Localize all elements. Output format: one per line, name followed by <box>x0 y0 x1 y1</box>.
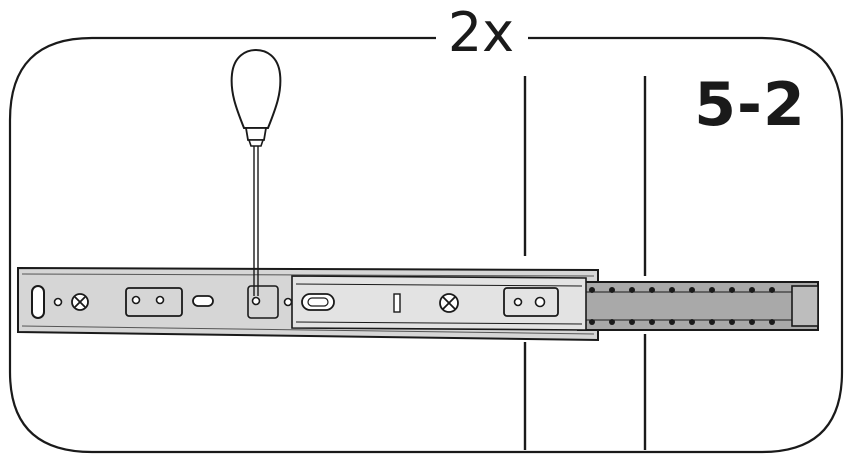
screwdriver-handle <box>230 48 282 129</box>
step-number: 5-2 <box>694 70 806 140</box>
bearing <box>609 319 615 325</box>
mount-hole <box>155 295 165 305</box>
inner-member-end <box>791 285 819 327</box>
bearing <box>769 319 775 325</box>
bearing <box>769 287 775 293</box>
bearing <box>629 287 635 293</box>
bearing <box>609 287 615 293</box>
bearing <box>649 287 655 293</box>
bearing <box>749 319 755 325</box>
mount-hole <box>53 297 63 307</box>
slot-hole <box>301 293 335 311</box>
bearing <box>669 319 675 325</box>
bearing <box>589 319 595 325</box>
screw-icon <box>439 293 459 313</box>
quantity-label: 2x <box>436 2 526 64</box>
bearing <box>689 319 695 325</box>
bracket-cutout <box>125 287 183 317</box>
frame-border <box>8 36 844 454</box>
bearing <box>629 319 635 325</box>
bearing <box>729 319 735 325</box>
bearing <box>689 287 695 293</box>
bracket-cutout <box>247 285 279 319</box>
mount-hole <box>131 295 141 305</box>
slot-hole <box>307 297 329 307</box>
slot-hole <box>192 295 214 307</box>
bearing <box>709 287 715 293</box>
bearing <box>709 319 715 325</box>
bearing <box>589 287 595 293</box>
slot-hole <box>393 293 401 313</box>
end-tab <box>31 285 45 319</box>
ball-bearings <box>589 287 775 325</box>
bracket-cutout <box>503 287 559 317</box>
bearing <box>649 319 655 325</box>
mount-hole <box>513 297 523 307</box>
screwdriver-icon <box>230 48 282 296</box>
bearing <box>729 287 735 293</box>
mount-hole <box>283 297 293 307</box>
screw-icon <box>71 293 89 311</box>
bearing <box>669 287 675 293</box>
bearing <box>749 287 755 293</box>
drawer-slide <box>17 266 819 342</box>
mount-hole <box>534 296 546 308</box>
mount-hole <box>251 296 261 306</box>
